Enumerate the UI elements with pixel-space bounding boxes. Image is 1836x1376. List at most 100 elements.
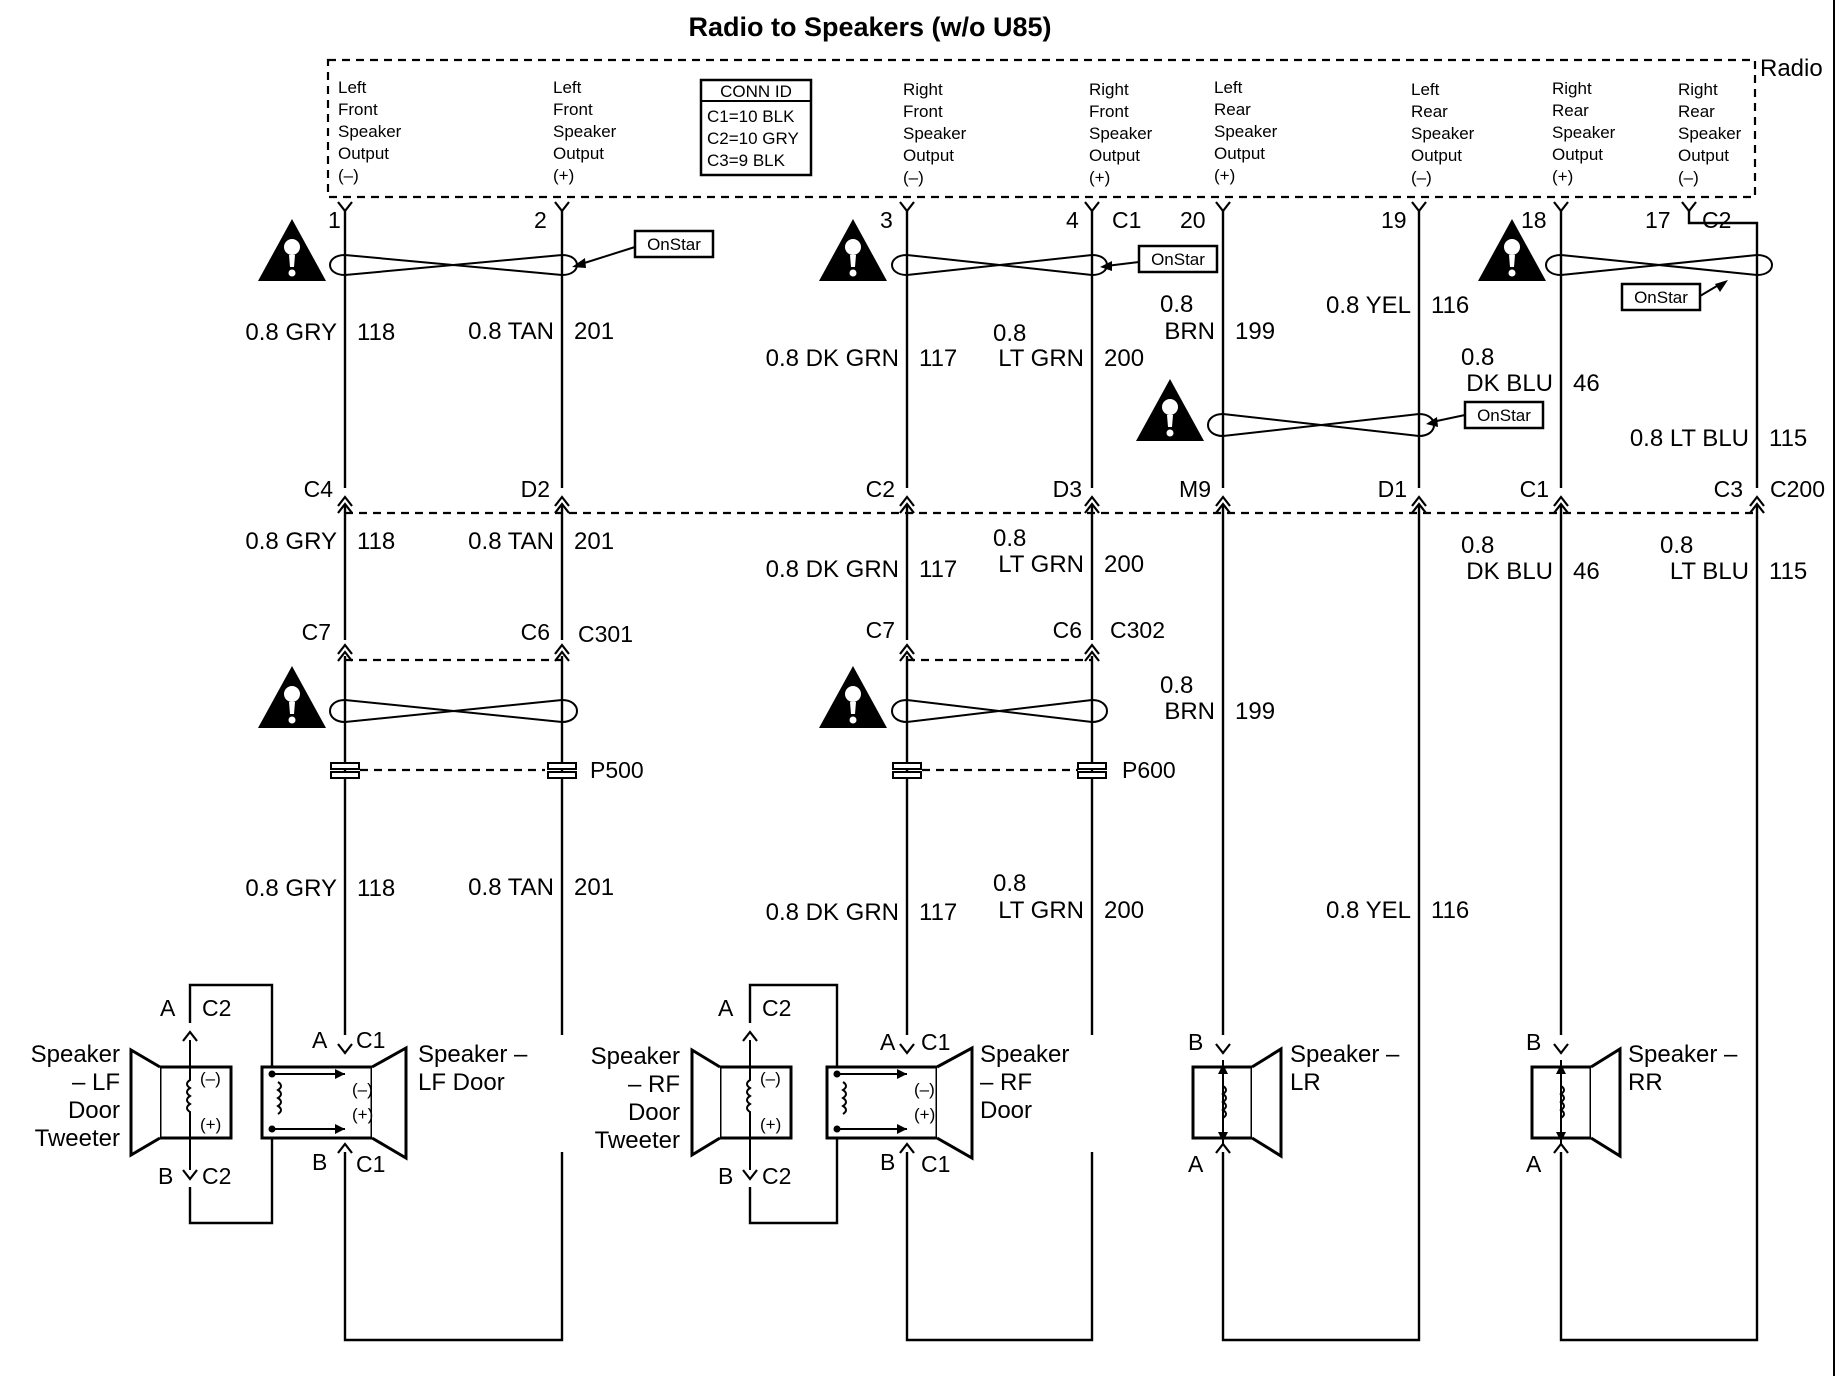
door-minus: (–) [352, 1080, 373, 1099]
wire-circuit: 201 [574, 528, 614, 555]
c200-pin: C2 [866, 476, 895, 502]
speaker-icon [260, 1045, 408, 1161]
wire-color: 0.8 DK GRN [766, 899, 899, 926]
twisted-pair-icon [329, 253, 578, 277]
onstar-callouts: OnStar OnStar OnStar OnStar [572, 229, 1728, 430]
wire-color: 0.8 [1160, 291, 1193, 318]
door-plus: (+) [914, 1105, 935, 1124]
connector-c302: C7 C6 C302 [866, 617, 1165, 663]
speaker-lf-door-label: Speaker –LF Door [418, 1041, 528, 1096]
wire-circuit: 118 [357, 319, 395, 346]
c301-name: C301 [578, 621, 633, 647]
wire-color: 0.8 [1461, 344, 1494, 371]
wire-circuit: 116 [1431, 292, 1469, 319]
conn-c2: C2 [762, 995, 791, 1021]
twisted-pair-icon [891, 698, 1108, 724]
twisted-pair-icon [1545, 253, 1773, 277]
c302-pin: C7 [866, 617, 895, 643]
caution-icon [819, 666, 887, 728]
conn-c2: C2 [762, 1163, 791, 1189]
splice-label: P500 [590, 757, 644, 783]
speaker-rr-group: B A Speaker –RR [1526, 1029, 1738, 1177]
wire-circuit: 199 [1235, 698, 1275, 725]
wire-color: LT GRN [998, 551, 1084, 578]
radio-label: Radio [1760, 55, 1823, 82]
wire-color: 0.8 TAN [468, 874, 554, 901]
c301-pin: C6 [521, 619, 550, 645]
conn-c1: C1 [356, 1151, 385, 1177]
onstar-label: OnStar [1477, 406, 1531, 425]
speaker-rr-label: Speaker –RR [1628, 1041, 1738, 1096]
wire-color: 0.8 TAN [468, 528, 554, 555]
speaker-lr-group: B A Speaker –LR [1188, 1029, 1400, 1177]
radio-pin: 2 [534, 207, 547, 233]
wire-color: 0.8 GRY [245, 319, 337, 346]
conn-id-header: CONN ID [720, 82, 792, 101]
pin-a: A [718, 995, 734, 1021]
splice-icon [892, 762, 922, 779]
splice-p600: P600 [892, 757, 1176, 783]
splice-label: P600 [1122, 757, 1176, 783]
wire-circuit: 200 [1104, 551, 1144, 578]
wire-circuit: 117 [919, 899, 957, 926]
conn-id-box: CONN ID C1=10 BLK C2=10 GRY C3=9 BLK [699, 78, 813, 177]
wire-color: BRN [1164, 698, 1215, 725]
wire-circuit: 46 [1573, 558, 1600, 585]
voice-coil-icon [1559, 1085, 1565, 1119]
radio-pin: 18 [1521, 207, 1547, 233]
wire-circuit: 115 [1769, 425, 1807, 452]
wire-color: 0.8 YEL [1326, 897, 1411, 924]
wire-color: BRN [1164, 318, 1215, 345]
wire-circuit: 117 [919, 345, 957, 372]
wire-circuit: 200 [1104, 345, 1144, 372]
c200-name: C200 [1770, 476, 1825, 502]
wires [343, 211, 1759, 1342]
radio-pin: 3 [880, 207, 893, 233]
pin-b: B [312, 1149, 327, 1175]
wire-circuit: 199 [1235, 318, 1275, 345]
brn-mid-label: 0.8 BRN 199 [1160, 672, 1275, 725]
c200-pin: C3 [1714, 476, 1743, 502]
pin-a: A [160, 995, 176, 1021]
conn-id-line: C3=9 BLK [707, 151, 786, 170]
wire-color: 0.8 GRY [245, 528, 337, 555]
wire-color: DK BLU [1466, 558, 1553, 585]
c200-pin: D2 [521, 476, 550, 502]
twisted-pair-icon [891, 253, 1108, 277]
caution-icon [819, 219, 887, 281]
low-wire-labels: 0.8 GRY 118 0.8 TAN 201 0.8 DK GRN 117 0… [245, 870, 1469, 926]
pin-a: A [1188, 1151, 1204, 1177]
wire-color: LT GRN [998, 897, 1084, 924]
wire-color: 0.8 DK GRN [766, 345, 899, 372]
connector-c200: C4 D2 C2 D3 M9 D1 C1 C3 C200 [304, 476, 1825, 515]
tweeter-minus: (–) [200, 1069, 221, 1088]
c302-name: C302 [1110, 617, 1165, 643]
caution-icon [258, 219, 326, 281]
splice-icon [547, 762, 577, 779]
wire-circuit: 115 [1769, 558, 1807, 585]
wire-color: 0.8 GRY [245, 875, 337, 902]
onstar-callout: OnStar [572, 229, 715, 268]
mid-wire-labels: 0.8 GRY 118 0.8 TAN 201 0.8 DK GRN 117 0… [245, 525, 1807, 585]
conn-c1: C1 [921, 1151, 950, 1177]
wire-circuit: 200 [1104, 897, 1144, 924]
splice-icon [330, 762, 360, 779]
wire-color: 0.8 [993, 525, 1026, 552]
top-wire-labels: 0.8 GRY 118 0.8 TAN 201 0.8 DK GRN 117 0… [245, 291, 1807, 452]
door-minus: (–) [914, 1080, 935, 1099]
onstar-callout: OnStar [1426, 400, 1545, 430]
wire-color: 0.8 [993, 320, 1026, 347]
caution-icon [1136, 379, 1204, 441]
